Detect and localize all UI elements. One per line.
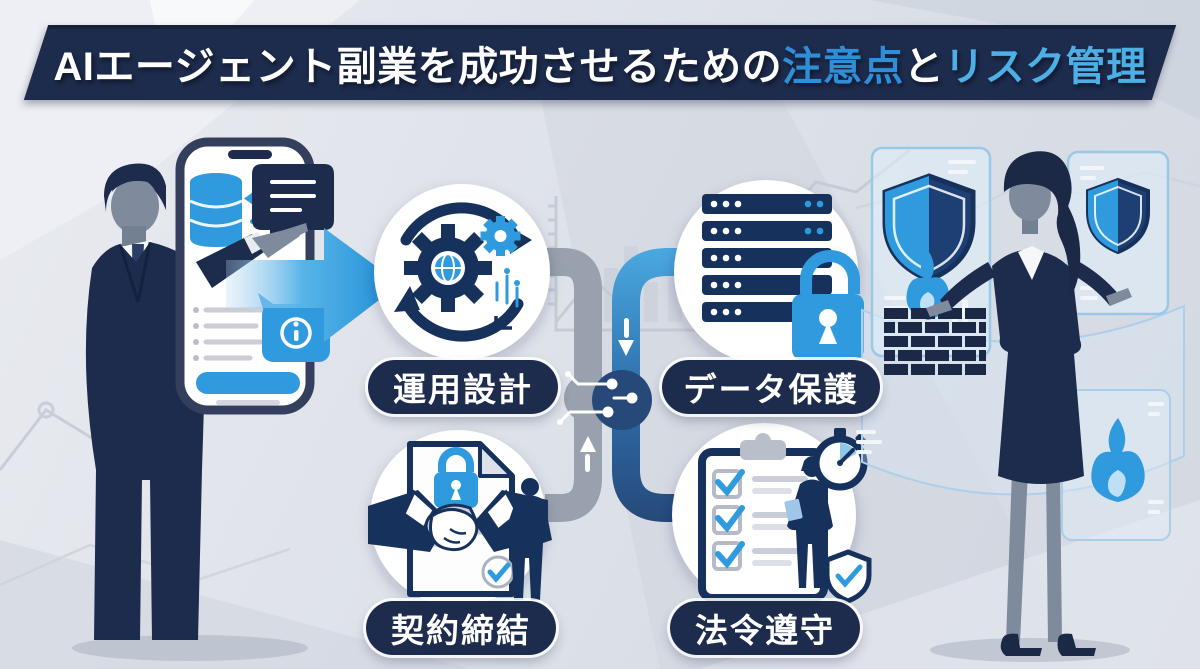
checklist-stopwatch-icon <box>698 428 872 604</box>
shield-check-icon <box>824 549 872 604</box>
step-circle-contract-signing <box>368 430 552 606</box>
flow-connector-pipes <box>545 248 690 522</box>
step-label-legal-compliance: 法令遵守 <box>670 601 860 655</box>
gears-cycle-icon <box>394 202 532 342</box>
server-lock-icon <box>702 194 864 360</box>
flame-icon <box>1091 418 1145 502</box>
flame-panel <box>856 389 1171 541</box>
database-icon <box>189 173 243 247</box>
businesswoman-security-scene <box>856 146 1185 662</box>
small-businessman-silhouette <box>502 478 552 600</box>
step-label-data-protection: データ保護 <box>662 360 880 414</box>
chat-bubble-icon <box>252 164 334 246</box>
step-circle-operation-design <box>374 184 550 360</box>
document-lock-icon <box>434 447 478 508</box>
list-lines <box>193 307 265 361</box>
step-label-operation-design: 運用設計 <box>368 360 558 414</box>
businesswoman-figure <box>926 151 1132 662</box>
step-circle-data-protection <box>674 180 864 364</box>
page-title: AIエージェント副業を成功させるための注意点とリスク管理 <box>0 25 1200 100</box>
title-segment-3: と <box>903 44 945 89</box>
shield-icon <box>882 173 976 283</box>
small-shield-icon <box>1086 177 1150 255</box>
security-panel-right <box>1066 150 1170 316</box>
title-segment-4: リスク管理 <box>944 44 1147 89</box>
step-label-contract-signing: 契約締結 <box>366 601 556 655</box>
padlock-icon <box>792 250 864 360</box>
businessman-figure <box>72 163 308 661</box>
action-button-bar <box>196 372 300 394</box>
firewall-brick-icon <box>884 250 986 375</box>
flow-arrow <box>226 228 400 342</box>
step-circle-legal-compliance <box>672 423 872 607</box>
handshake-contract-icon <box>368 441 552 600</box>
globe-icon <box>433 253 463 283</box>
title-segment-1: AIエージェント副業を成功させるための <box>53 44 783 89</box>
title-segment-2: 注意点 <box>782 44 904 89</box>
small-businesswoman-silhouette <box>784 456 833 588</box>
checklist-rows <box>712 469 808 571</box>
pipe-flow-arrows <box>580 318 634 472</box>
